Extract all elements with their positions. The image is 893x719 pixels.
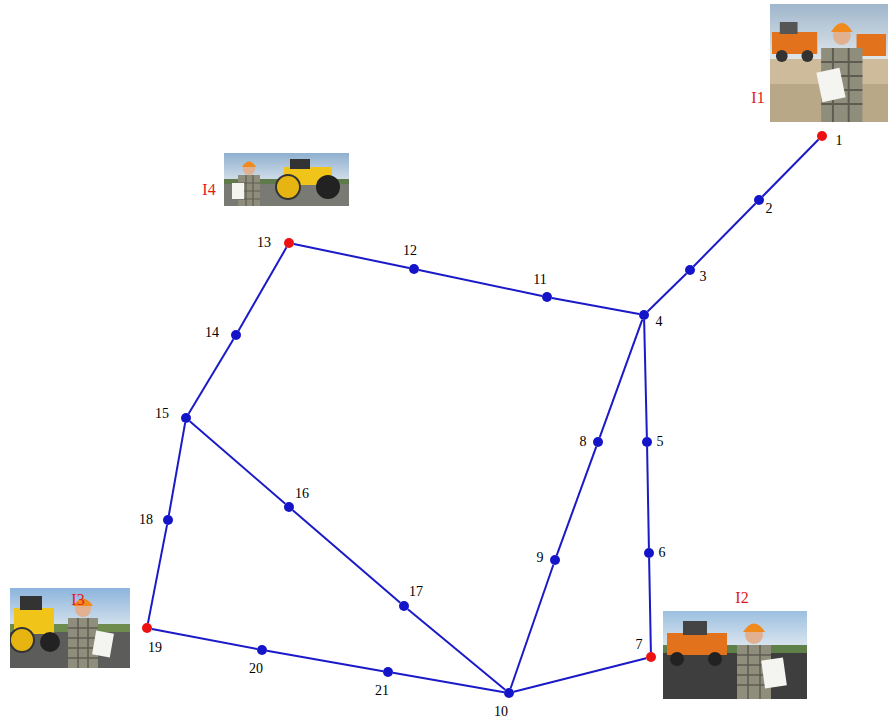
vertex-number: 4 bbox=[656, 315, 663, 329]
graph-edge bbox=[294, 244, 409, 268]
vertex-number: 7 bbox=[636, 638, 643, 652]
vertex-number: 9 bbox=[537, 551, 544, 565]
vertex-number: 5 bbox=[657, 435, 664, 449]
inspector-label: I2 bbox=[735, 590, 748, 606]
graph-edge bbox=[557, 447, 597, 556]
graph-vertex: 7 bbox=[646, 652, 656, 662]
graph-vertex: 3 bbox=[685, 265, 695, 275]
graph-vertex: 21 bbox=[383, 667, 393, 677]
graph-edge bbox=[419, 270, 542, 296]
vertex-number: 1 bbox=[836, 134, 843, 148]
graph-edge bbox=[293, 510, 400, 602]
graph-edge bbox=[647, 447, 649, 548]
graph-vertex: 19 bbox=[142, 623, 152, 633]
vertex-number: 12 bbox=[403, 244, 417, 258]
graph-edge bbox=[267, 651, 383, 671]
graph-edge bbox=[148, 525, 167, 623]
vertex-number: 6 bbox=[659, 546, 666, 560]
graph-vertex: 5 bbox=[642, 437, 652, 447]
inspector-photo bbox=[224, 153, 349, 206]
graph-edge bbox=[190, 421, 285, 503]
graph-edge bbox=[649, 558, 651, 652]
graph-vertex: 15 bbox=[181, 413, 191, 423]
graph-edge bbox=[511, 565, 554, 689]
graph-edge bbox=[238, 247, 286, 330]
graph-vertex: 17 bbox=[399, 601, 409, 611]
vertex-number: 18 bbox=[139, 513, 153, 527]
vertex-number: 19 bbox=[148, 641, 162, 655]
vertex-number: 21 bbox=[375, 684, 389, 698]
vertex-number: 3 bbox=[700, 270, 707, 284]
vertex-number: 20 bbox=[249, 662, 263, 676]
graph-edge bbox=[552, 298, 639, 314]
inspector-label: I4 bbox=[202, 182, 215, 198]
vertex-number: 10 bbox=[494, 705, 508, 719]
graph-vertex: 13 bbox=[284, 238, 294, 248]
inspector-label: I1 bbox=[751, 90, 764, 106]
vertex-number: 16 bbox=[295, 487, 309, 501]
graph-vertex: 9 bbox=[550, 555, 560, 565]
graph-edge bbox=[600, 320, 643, 438]
graph-vertex: 4 bbox=[639, 310, 649, 320]
graph-vertex: 10 bbox=[504, 688, 514, 698]
graph-edge bbox=[408, 609, 505, 690]
vertex-number: 13 bbox=[257, 236, 271, 250]
inspector-photo bbox=[770, 4, 888, 122]
vertex-number: 14 bbox=[205, 326, 219, 340]
graph-vertex: 20 bbox=[257, 645, 267, 655]
graph-edge bbox=[694, 204, 756, 267]
graph-vertex: 16 bbox=[284, 502, 294, 512]
vertex-number: 8 bbox=[580, 435, 587, 449]
graph-vertex: 14 bbox=[231, 330, 241, 340]
inspector-photo bbox=[663, 611, 807, 699]
graph-vertex: 18 bbox=[163, 515, 173, 525]
graph-vertex: 8 bbox=[593, 437, 603, 447]
graph-edge bbox=[648, 273, 687, 311]
graph-edge bbox=[189, 339, 234, 413]
vertex-number: 15 bbox=[155, 407, 169, 421]
graph-edge bbox=[644, 320, 647, 437]
inspector-photo bbox=[10, 588, 130, 668]
vertex-number: 17 bbox=[409, 585, 423, 599]
graph-vertex: 12 bbox=[409, 264, 419, 274]
graph-edge bbox=[514, 658, 646, 692]
vertex-number: 11 bbox=[533, 273, 546, 287]
inspector-label: I3 bbox=[71, 592, 84, 608]
graph-vertex: 6 bbox=[644, 548, 654, 558]
graph-vertex: 1 bbox=[817, 131, 827, 141]
vertex-number: 2 bbox=[766, 202, 773, 216]
graph-edge bbox=[152, 629, 257, 649]
graph-edge bbox=[169, 423, 185, 515]
graph-vertex: 11 bbox=[542, 292, 552, 302]
graph-edge bbox=[763, 140, 819, 197]
graph-vertex: 2 bbox=[754, 195, 764, 205]
